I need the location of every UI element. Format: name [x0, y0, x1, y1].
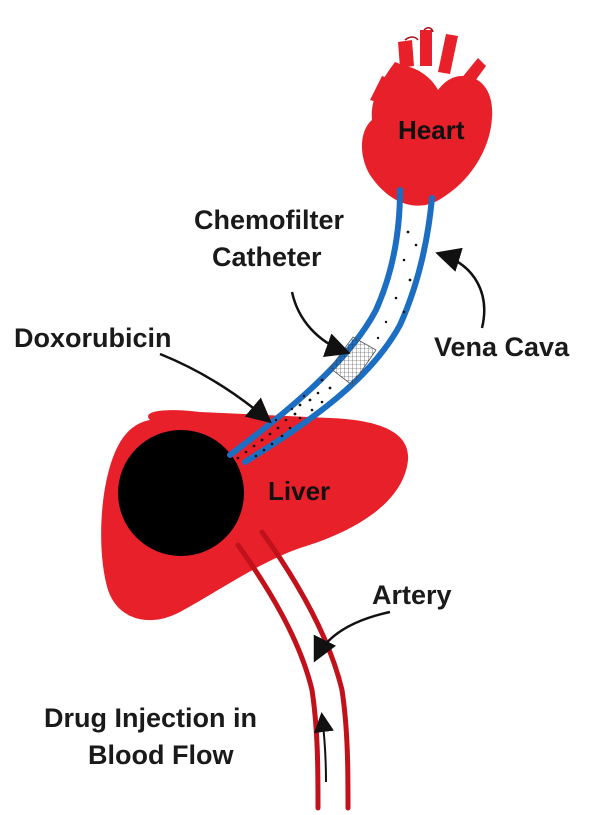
tumor-circle	[118, 430, 244, 556]
liver-label: Liver	[268, 476, 330, 506]
chemofilter-label-line1: Chemofilter	[194, 205, 345, 235]
artery-vessel	[238, 532, 348, 808]
arrow-blood-flow	[322, 716, 326, 782]
arrow-chemofilter	[292, 292, 346, 352]
injection-label-line1: Drug Injection in	[44, 703, 257, 733]
arrow-vena-cava	[440, 254, 484, 328]
chemofilter-mesh	[330, 337, 376, 385]
heart-label: Heart	[398, 115, 465, 145]
chemofilter-label-line2: Catheter	[212, 242, 322, 272]
vena-cava-label: Vena Cava	[434, 332, 570, 362]
artery-label: Artery	[372, 580, 452, 610]
doxorubicin-label: Doxorubicin	[14, 323, 172, 353]
arrow-doxorubicin	[160, 354, 268, 420]
injection-label-line2: Blood Flow	[88, 740, 234, 770]
